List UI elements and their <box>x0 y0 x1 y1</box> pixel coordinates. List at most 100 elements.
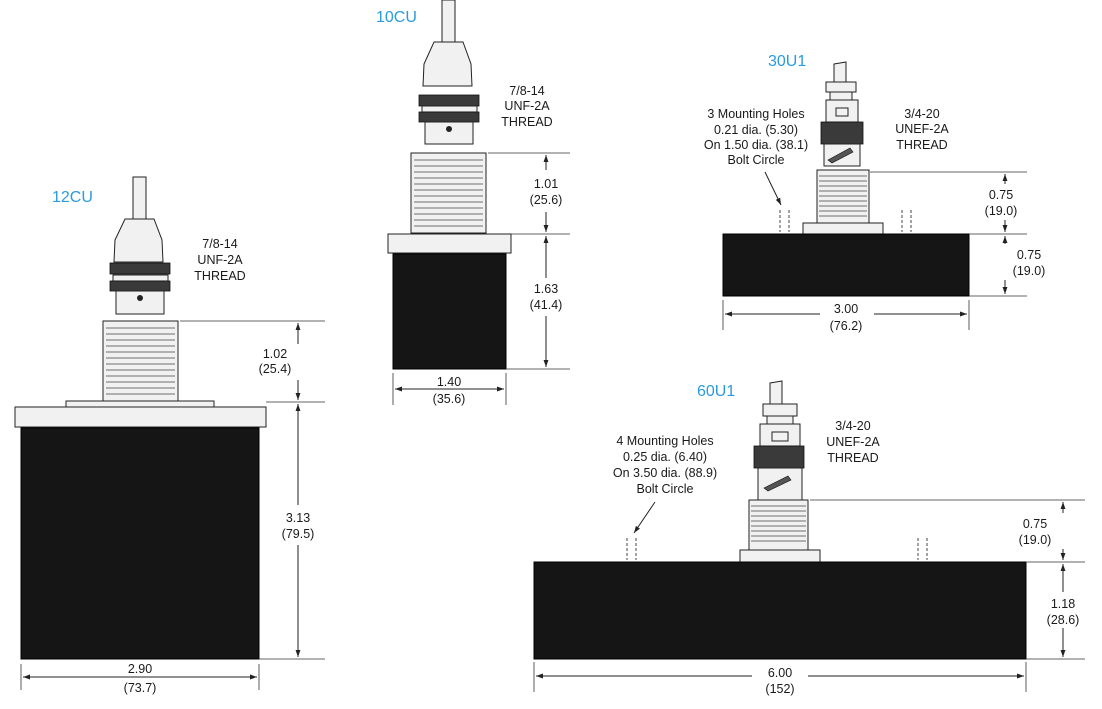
cable-60u1 <box>769 380 783 405</box>
dim-bg-thread-30u1 <box>975 184 1029 220</box>
thread-spec-60u1-line3: THREAD <box>827 451 878 465</box>
set-screw-10cu <box>446 126 452 132</box>
mounting-30u1-line4: Bolt Circle <box>728 153 785 167</box>
dim-width-12cu: 2.90 <box>128 662 152 676</box>
ring-spacer-10cu <box>421 105 478 113</box>
dim-body-metric-10cu: (41.4) <box>530 298 563 312</box>
model-label-30u1: 30U1 <box>768 53 806 70</box>
thread-spec-12cu-line3: THREAD <box>194 269 245 283</box>
knurl-ring-upper-10cu <box>418 94 480 107</box>
washer-12cu <box>65 400 215 408</box>
mounting-60u1-line1: 4 Mounting Holes <box>616 434 713 448</box>
dim-thread-10cu: 1.01 <box>534 177 558 191</box>
unit-12cu: 12CU 7/8-14 UNF-2A THREAD <box>14 176 325 695</box>
mounting-30u1-line3: On 1.50 dia. (38.1) <box>704 138 808 152</box>
dim-bg-body-60u1 <box>1036 592 1092 628</box>
dim-width-30u1: 3.00 <box>834 302 858 316</box>
dim-width-10cu: 1.40 <box>437 375 461 389</box>
mounting-30u1-line1: 3 Mounting Holes <box>707 107 804 121</box>
threaded-stem-10cu <box>410 152 487 234</box>
dim-thread-12cu: 1.02 <box>263 347 287 361</box>
thread-spec-10cu-line3: THREAD <box>501 115 552 129</box>
threaded-stem-60u1 <box>748 499 809 551</box>
top-nut-60u1 <box>762 403 798 417</box>
thread-spec-10cu-line1: 7/8-14 <box>509 84 544 98</box>
connector-collar-12cu <box>115 290 165 315</box>
dim-thread-60u1: 0.75 <box>1023 517 1047 531</box>
housing-60u1 <box>533 561 1027 660</box>
dim-width-metric-10cu: (35.6) <box>433 392 466 406</box>
housing-12cu <box>20 427 260 660</box>
housing-30u1 <box>722 233 970 297</box>
dim-body-60u1: 1.18 <box>1051 597 1075 611</box>
flange-10cu <box>387 233 512 254</box>
thread-spec-12cu-line1: 7/8-14 <box>202 237 237 251</box>
latch-60u1 <box>763 475 792 492</box>
cable-30u1 <box>833 61 847 83</box>
thread-spec-12cu-line2: UNF-2A <box>197 253 243 267</box>
dim-bg-body-30u1 <box>1003 244 1055 280</box>
dim-width-metric-60u1: (152) <box>765 682 794 696</box>
cap-window-30u1 <box>835 107 849 117</box>
thread-spec-30u1-line2: UNEF-2A <box>895 122 949 136</box>
threaded-stem-30u1 <box>816 169 870 224</box>
threaded-stem-12cu <box>102 320 179 403</box>
dim-width-60u1: 6.00 <box>768 666 792 680</box>
dim-thread-metric-10cu: (25.6) <box>530 193 563 207</box>
dim-bg-width-30u1 <box>820 300 874 336</box>
top-nut-30u1 <box>825 81 857 93</box>
thread-spec-30u1-line3: THREAD <box>896 138 947 152</box>
dim-width-metric-30u1: (76.2) <box>830 319 863 333</box>
mounting-30u1-line2: 0.21 dia. (5.30) <box>714 123 798 137</box>
dim-body-metric-12cu: (79.5) <box>282 527 315 541</box>
hex-nut-60u1 <box>739 549 821 563</box>
dim-body-12cu: 3.13 <box>286 511 310 525</box>
housing-10cu <box>392 253 507 370</box>
mounting-60u1-line3: On 3.50 dia. (88.9) <box>613 466 717 480</box>
cable-10cu <box>441 0 456 43</box>
latch-30u1 <box>827 147 854 164</box>
dim-body-metric-60u1: (28.6) <box>1047 613 1080 627</box>
cable-nut-10cu <box>422 41 473 87</box>
leader-mounting-60u1 <box>633 501 656 534</box>
leader-mounting-30u1 <box>764 171 782 206</box>
mounting-60u1-line4: Bolt Circle <box>637 482 694 496</box>
dim-bg-width-60u1 <box>752 662 808 698</box>
cable-nut-12cu <box>113 218 164 263</box>
unit-60u1: 60U1 4 Mounting Holes 0.25 dia. (6.40) O… <box>533 380 1092 698</box>
model-label-12cu: 12CU <box>52 189 93 206</box>
cap-window-60u1 <box>771 431 789 442</box>
knurl-ring-lower-10cu <box>418 111 480 123</box>
thread-spec-30u1-line1: 3/4-20 <box>904 107 939 121</box>
dim-body-10cu: 1.63 <box>534 282 558 296</box>
neck-30u1 <box>829 91 853 101</box>
cable-12cu <box>132 176 147 220</box>
knurl-ring-60u1 <box>753 445 805 469</box>
dim-body-metric-30u1: (19.0) <box>1013 264 1046 278</box>
knurl-ring-lower-12cu <box>109 280 171 292</box>
mounting-60u1-line2: 0.25 dia. (6.40) <box>623 450 707 464</box>
unit-10cu: 10CU 7/8-14 UNF-2A THREAD 1.01 <box>376 0 570 406</box>
dim-thread-30u1: 0.75 <box>989 188 1013 202</box>
thread-spec-60u1-line1: 3/4-20 <box>835 419 870 433</box>
flange-12cu <box>14 406 267 428</box>
model-label-60u1: 60U1 <box>697 383 735 400</box>
dim-thread-metric-12cu: (25.4) <box>259 362 292 376</box>
model-label-10cu: 10CU <box>376 9 417 26</box>
dim-bg-thread-60u1 <box>1010 513 1064 549</box>
connector-collar-10cu <box>424 121 474 145</box>
unit-30u1: 30U1 3 Mounting Holes 0.21 dia. (5.30) O… <box>704 53 1055 336</box>
knurl-ring-30u1 <box>820 121 864 145</box>
hex-nut-30u1 <box>802 222 884 235</box>
dim-thread-metric-60u1: (19.0) <box>1019 533 1052 547</box>
knurl-ring-upper-12cu <box>109 262 171 275</box>
neck-60u1 <box>766 415 794 425</box>
dim-width-metric-12cu: (73.7) <box>124 681 157 695</box>
dim-thread-metric-30u1: (19.0) <box>985 204 1018 218</box>
ring-spacer-12cu <box>112 274 169 282</box>
set-screw-12cu <box>137 295 143 301</box>
thread-spec-60u1-line2: UNEF-2A <box>826 435 880 449</box>
dim-body-30u1: 0.75 <box>1017 248 1041 262</box>
thread-spec-10cu-line2: UNF-2A <box>504 99 550 113</box>
